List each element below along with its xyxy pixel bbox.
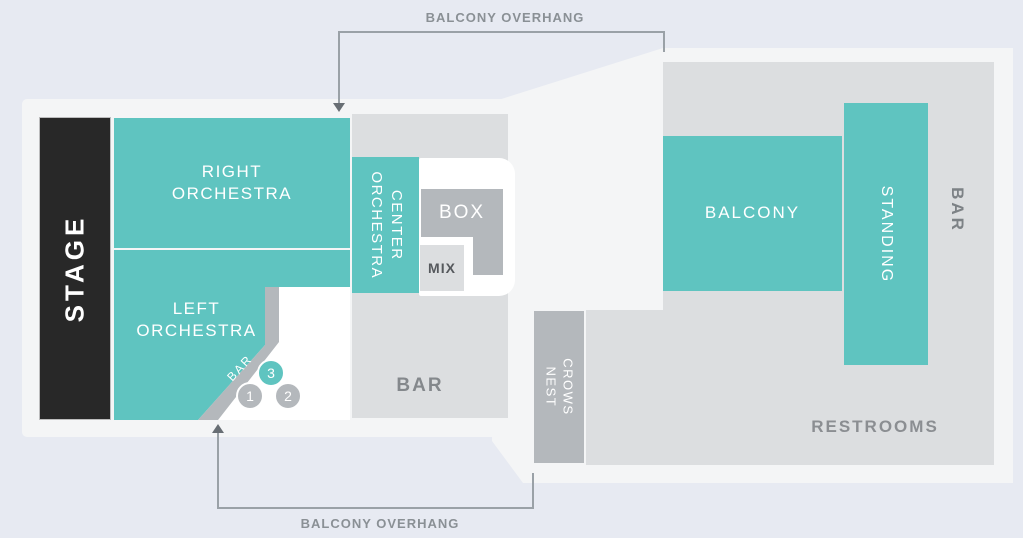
marker-2[interactable]: 2: [274, 382, 302, 410]
mix-booth: MIX: [420, 245, 464, 291]
left-bar-area: BAR: [370, 372, 470, 400]
center-orchestra-label: CENTER ORCHESTRA: [367, 171, 405, 279]
marker-1[interactable]: 1: [236, 382, 264, 410]
marker-3[interactable]: 3: [257, 359, 285, 387]
section-balcony[interactable]: BALCONY: [663, 136, 842, 291]
right-orchestra-label: RIGHT ORCHESTRA: [171, 161, 293, 203]
arrow-up-icon: [212, 424, 224, 433]
bottom-overhang-line-right: [532, 473, 534, 508]
marker-2-label: 2: [284, 388, 292, 404]
right-lobby-extension: [586, 310, 666, 465]
top-overhang-line: [338, 31, 665, 33]
balcony-label: BALCONY: [704, 203, 801, 223]
section-right-orchestra[interactable]: RIGHT ORCHESTRA: [114, 118, 350, 248]
right-bar-label: BAR: [948, 187, 967, 233]
mix-label: MIX: [428, 260, 456, 276]
right-bar-area: BAR: [937, 160, 977, 260]
section-center-orchestra[interactable]: CENTER ORCHESTRA: [352, 157, 419, 293]
top-overhang-label: BALCONY OVERHANG: [425, 10, 585, 25]
box-label: BOX: [438, 202, 486, 223]
restrooms-area: RESTROOMS: [770, 410, 980, 444]
marker-3-label: 3: [267, 365, 275, 381]
top-overhang-line-left: [338, 31, 340, 103]
left-orchestra-label: LEFT ORCHESTRA: [136, 299, 257, 341]
bottom-overhang-label: BALCONY OVERHANG: [300, 516, 460, 531]
crows-nest-label: CROWS NEST: [544, 358, 576, 416]
standing-label: STANDING: [878, 185, 896, 283]
bottom-overhang-line-left: [217, 433, 219, 508]
stage-label: STAGE: [59, 214, 90, 323]
section-standing[interactable]: STANDING: [844, 103, 928, 365]
arrow-down-icon: [333, 103, 345, 112]
bottom-overhang-line: [217, 507, 534, 509]
restrooms-label: RESTROOMS: [811, 417, 939, 436]
crows-nest: CROWS NEST: [534, 311, 584, 463]
top-overhang-line-right: [663, 31, 665, 52]
marker-1-label: 1: [246, 388, 254, 404]
left-bar-label: BAR: [396, 375, 444, 396]
stage: STAGE: [39, 117, 111, 420]
